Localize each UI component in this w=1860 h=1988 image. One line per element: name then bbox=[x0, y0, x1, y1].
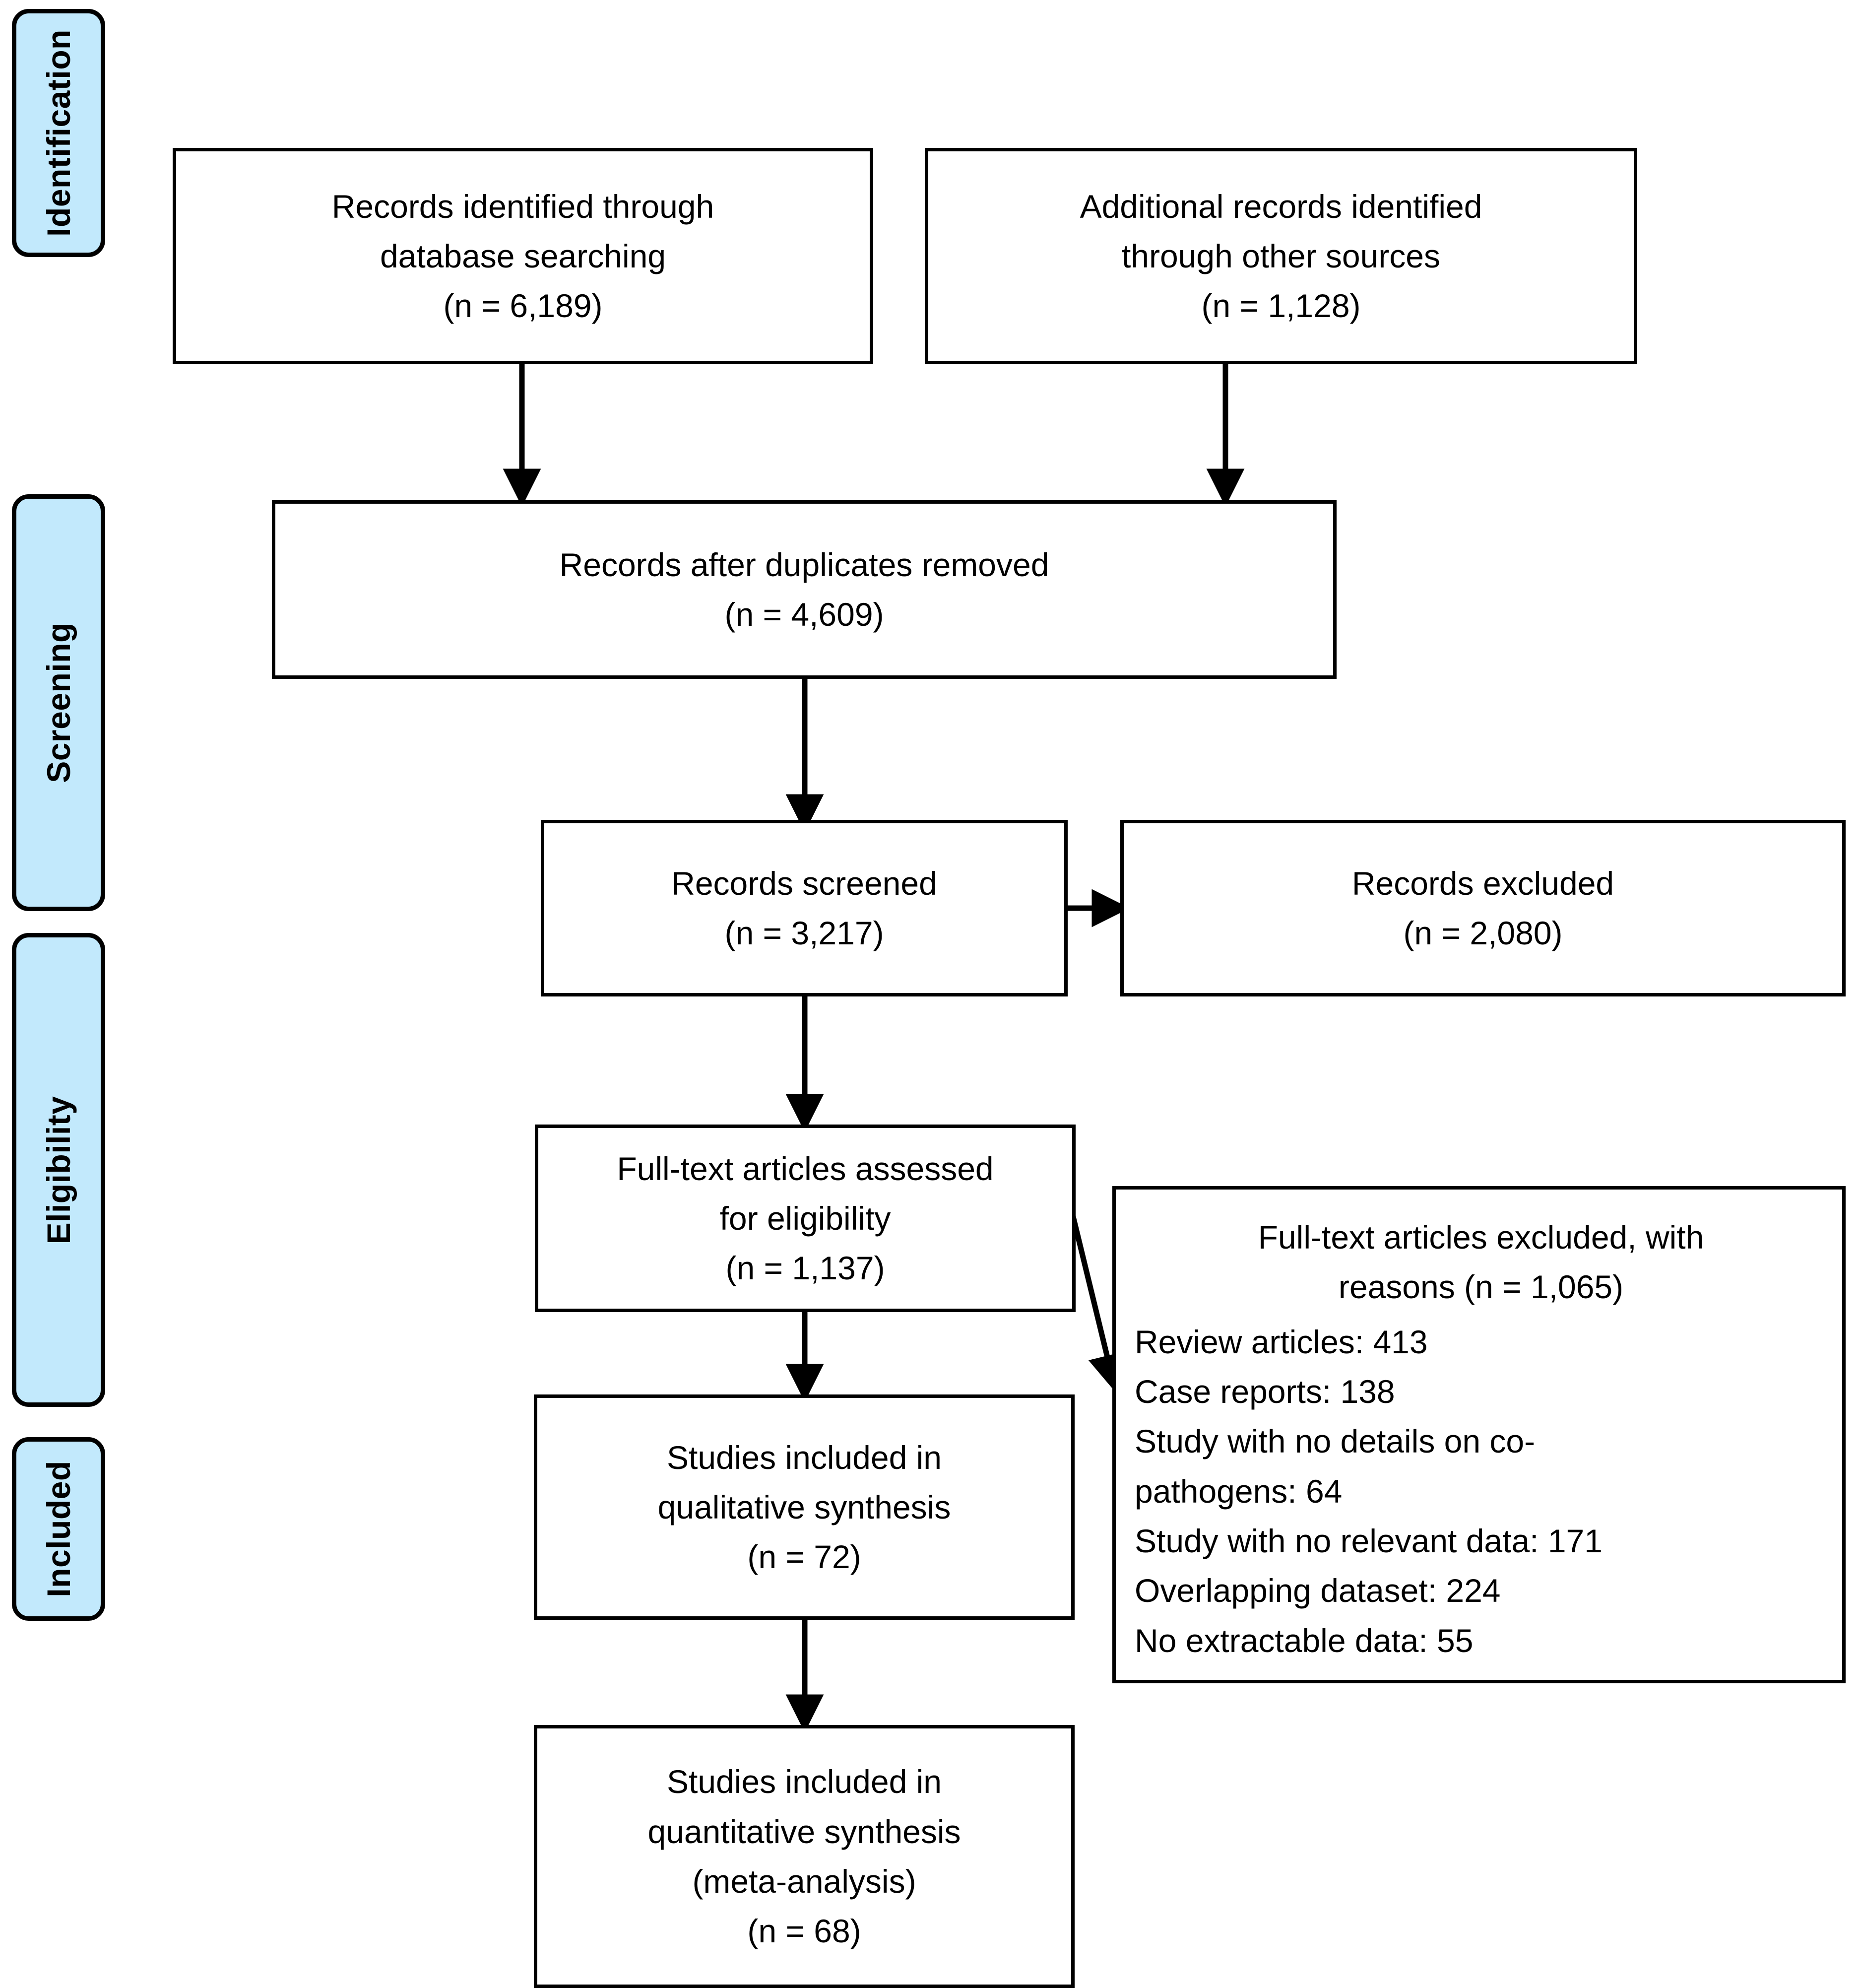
list-item: Overlapping dataset: 224 bbox=[1135, 1572, 1501, 1609]
list-item: Case reports: 138 bbox=[1135, 1373, 1395, 1410]
box-records-after-duplicates: Records after duplicates removed (n = 4,… bbox=[272, 500, 1337, 679]
stage-included: Included bbox=[12, 1437, 105, 1621]
box-qualitative-synthesis-text: Studies included in qualitative synthesi… bbox=[657, 1439, 951, 1576]
stage-identification-label: Identification bbox=[40, 29, 77, 237]
box-records-identified-other-text: Additional records identified through ot… bbox=[1080, 188, 1482, 325]
box-records-identified-database-text: Records identified through database sear… bbox=[331, 188, 714, 325]
list-item: Study with no details on co- pathogens: … bbox=[1135, 1423, 1536, 1510]
box-records-screened-text: Records screened (n = 3,217) bbox=[671, 864, 937, 951]
list-item: No extractable data: 55 bbox=[1135, 1622, 1474, 1659]
box-fulltext-assessed-text: Full-text articles assessed for eligibil… bbox=[617, 1150, 994, 1287]
box-records-excluded: Records excluded (n = 2,080) bbox=[1120, 820, 1846, 996]
box-quantitative-synthesis-text: Studies included in quantitative synthes… bbox=[647, 1763, 961, 1950]
stage-included-label: Included bbox=[40, 1460, 77, 1597]
box-records-excluded-text: Records excluded (n = 2,080) bbox=[1351, 864, 1614, 951]
box-records-after-duplicates-text: Records after duplicates removed (n = 4,… bbox=[559, 546, 1049, 633]
fulltext-excluded-title: Full-text articles excluded, with reason… bbox=[1258, 1219, 1704, 1306]
fulltext-excluded-reason-list: Review articles: 413 Case reports: 138 S… bbox=[1135, 1317, 1827, 1665]
box-records-screened: Records screened (n = 3,217) bbox=[541, 820, 1068, 996]
box-fulltext-excluded-reasons: Full-text articles excluded, with reason… bbox=[1112, 1186, 1846, 1683]
box-qualitative-synthesis: Studies included in qualitative synthesi… bbox=[534, 1394, 1075, 1620]
stage-screening-label: Screening bbox=[40, 622, 77, 783]
stage-identification: Identification bbox=[12, 9, 105, 257]
list-item: Review articles: 413 bbox=[1135, 1323, 1428, 1360]
stage-screening: Screening bbox=[12, 494, 105, 911]
box-fulltext-assessed: Full-text articles assessed for eligibil… bbox=[535, 1125, 1076, 1312]
stage-eligibility-label: Eligibility bbox=[40, 1096, 77, 1244]
box-records-identified-database: Records identified through database sear… bbox=[173, 148, 873, 364]
box-records-identified-other: Additional records identified through ot… bbox=[925, 148, 1637, 364]
list-item: Study with no relevant data: 171 bbox=[1135, 1522, 1603, 1559]
box-quantitative-synthesis: Studies included in quantitative synthes… bbox=[534, 1725, 1075, 1988]
stage-eligibility: Eligibility bbox=[12, 933, 105, 1407]
